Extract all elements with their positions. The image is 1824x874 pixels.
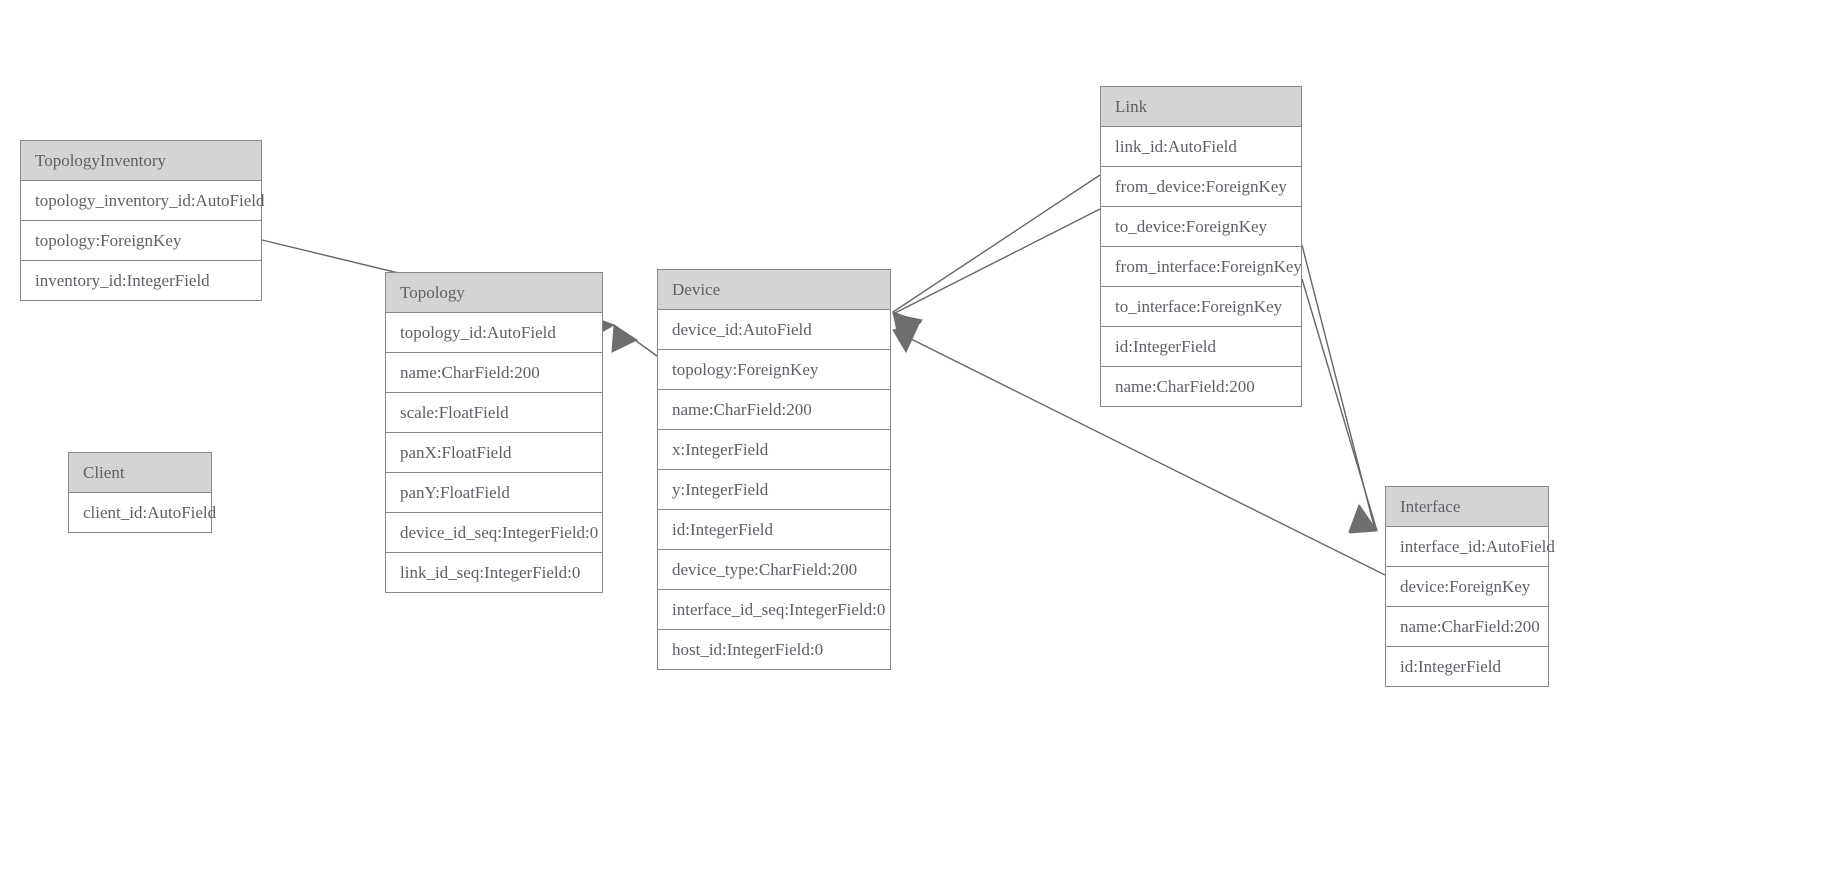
entity-field-row: interface_id:AutoField — [1386, 527, 1555, 567]
entity-field-row: to_device:ForeignKey — [1101, 207, 1301, 247]
relationship-link-to-device — [892, 208, 1101, 341]
entity-field-row: id:IntegerField — [1101, 327, 1301, 367]
entity-field-row: host_id:IntegerField:0 — [658, 630, 890, 669]
entity-field-row: x:IntegerField — [658, 430, 890, 470]
entity-field-row: panY:FloatField — [386, 473, 602, 513]
entity-title-client: Client — [69, 453, 211, 493]
entity-field-row: topology_inventory_id:AutoField — [21, 181, 265, 221]
entity-field-row: link_id:AutoField — [1101, 127, 1301, 167]
entity-field-row: inventory_id:IntegerField — [21, 261, 261, 300]
relationship-line — [1301, 278, 1378, 532]
entity-field-row: name:CharField:200 — [386, 353, 602, 393]
relationship-line — [892, 174, 1101, 313]
arrowhead-icon — [892, 311, 922, 342]
arrowhead-icon — [1349, 504, 1378, 534]
relationship-link-from-interface — [1301, 244, 1376, 533]
entity-title-device: Device — [658, 270, 890, 310]
relationship-line — [892, 208, 1101, 315]
entity-title-topology: Topology — [386, 273, 602, 313]
relationship-link-to-interface — [1301, 278, 1378, 534]
arrowhead-icon — [611, 324, 639, 353]
relationship-line — [1301, 244, 1376, 531]
entity-field-row: name:CharField:200 — [1386, 607, 1548, 647]
entity-field-row: panX:FloatField — [386, 433, 602, 473]
arrowhead-icon — [892, 313, 923, 341]
relationship-link-from-device — [892, 174, 1101, 342]
entity-field-row: device_type:CharField:200 — [658, 550, 890, 590]
entity-field-row: interface_id_seq:IntegerField:0 — [658, 590, 890, 630]
entity-title-link: Link — [1101, 87, 1301, 127]
arrowhead-icon — [1348, 503, 1376, 533]
relationship-device-topology — [611, 324, 658, 357]
entity-title-interface: Interface — [1386, 487, 1548, 527]
entity-field-row: scale:FloatField — [386, 393, 602, 433]
entity-field-row: id:IntegerField — [658, 510, 890, 550]
entity-field-row: name:CharField:200 — [1101, 367, 1301, 406]
entity-field-row: y:IntegerField — [658, 470, 890, 510]
entity-field-row: from_interface:ForeignKey — [1101, 247, 1302, 287]
entity-field-row: device_id:AutoField — [658, 310, 890, 350]
entity-title-topology_inventory: TopologyInventory — [21, 141, 261, 181]
entity-field-row: device:ForeignKey — [1386, 567, 1548, 607]
entity-field-row: client_id:AutoField — [69, 493, 216, 532]
entity-field-row: link_id_seq:IntegerField:0 — [386, 553, 602, 592]
entity-field-row: device_id_seq:IntegerField:0 — [386, 513, 602, 553]
entity-field-row: from_device:ForeignKey — [1101, 167, 1301, 207]
entity-field-row: topology:ForeignKey — [21, 221, 261, 261]
entity-field-row: topology_id:AutoField — [386, 313, 602, 353]
entity-field-row: id:IntegerField — [1386, 647, 1548, 686]
entity-field-row: to_interface:ForeignKey — [1101, 287, 1301, 327]
arrowhead-icon — [892, 325, 919, 354]
entity-field-row: topology:ForeignKey — [658, 350, 890, 390]
entity-field-row: name:CharField:200 — [658, 390, 890, 430]
relationship-line — [613, 324, 658, 357]
